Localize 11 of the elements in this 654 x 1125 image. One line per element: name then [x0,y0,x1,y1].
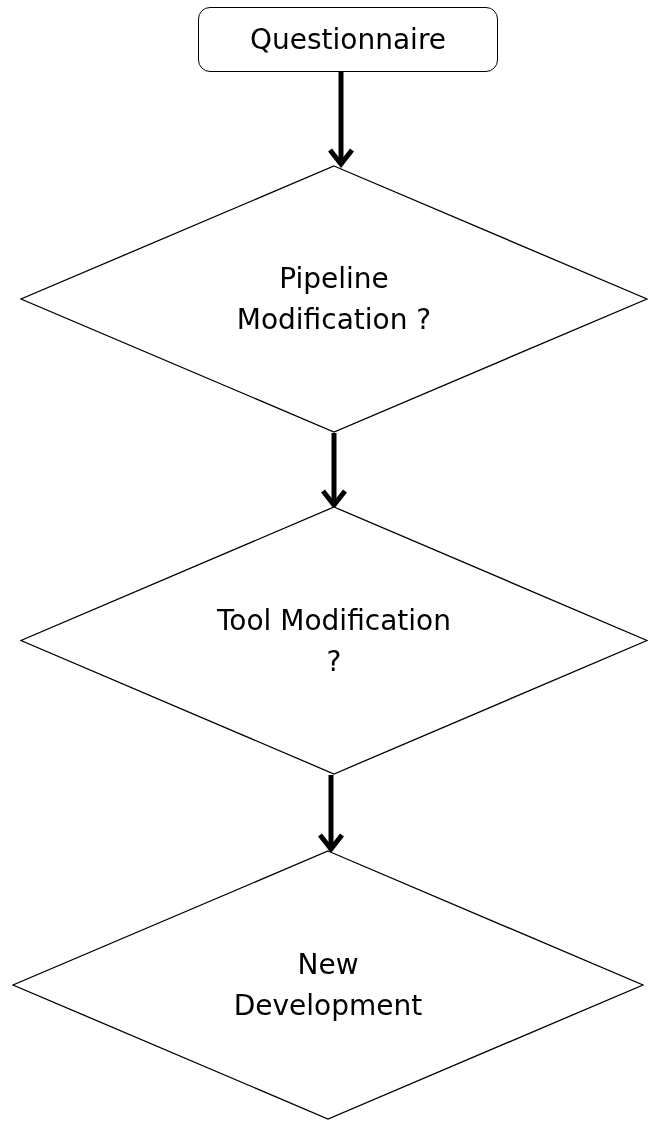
decision-diamond [20,506,648,775]
node-label: Pipeline Modification ? [235,261,433,338]
decision-diamond [12,850,644,1120]
decision-diamond [20,165,648,433]
arrow [327,72,355,167]
node-label: New Development [232,947,424,1024]
node-label: Tool Modification ? [216,602,452,680]
start-box [198,7,498,72]
arrow [320,433,348,508]
node-label: Questionnaire [249,22,446,58]
arrow [317,775,345,852]
